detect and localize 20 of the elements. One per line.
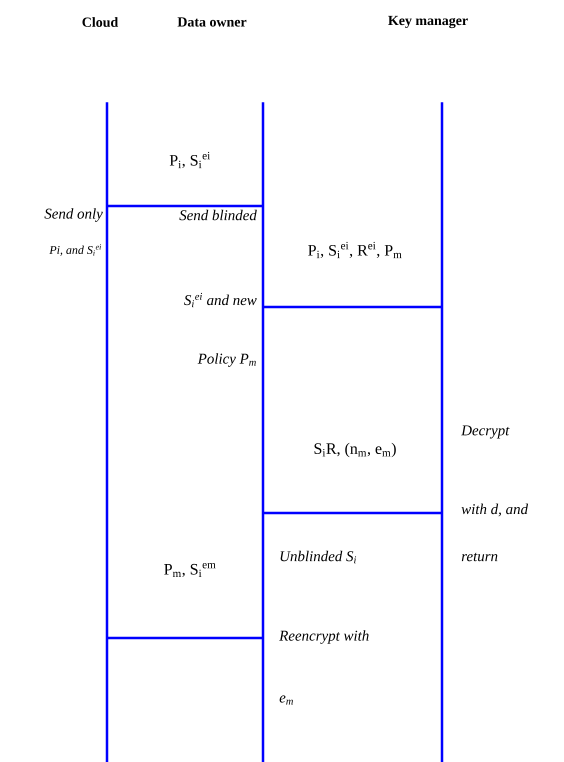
note-text: e$_{m}$: [280, 695, 293, 705]
lifeline: [106, 102, 108, 762]
lifeline: [262, 102, 264, 762]
note-text: S$_{i}$$^{ei}$ and new: [184, 292, 257, 308]
message-label: P$_{i}$, S$_{i}$$^{ei}$, R$^{ei}$, P$_{m}$: [308, 242, 402, 258]
message-label: P$_{i}$, S$_{i}$ei: [170, 152, 210, 168]
participant-heading: Cloud: [82, 17, 118, 27]
message-line: [263, 512, 442, 514]
lifeline: [440, 102, 444, 762]
message-line: [107, 204, 263, 208]
message-line: [263, 306, 442, 308]
participant-heading: Key manager: [388, 16, 468, 28]
note-text: Unblinded S$_{i}$: [280, 550, 356, 564]
participant-heading: Data owner: [178, 17, 246, 27]
note-text: return: [462, 552, 498, 562]
message-label: P$_{m}$, S$_{i}$em: [164, 562, 216, 578]
note-text: Reencrypt with: [279, 630, 369, 644]
message-line: [107, 636, 263, 640]
message-label: S$_{i}$R, (n$_{m}$, e$_{m}$): [314, 442, 396, 458]
note-text: with d, and: [462, 504, 528, 516]
